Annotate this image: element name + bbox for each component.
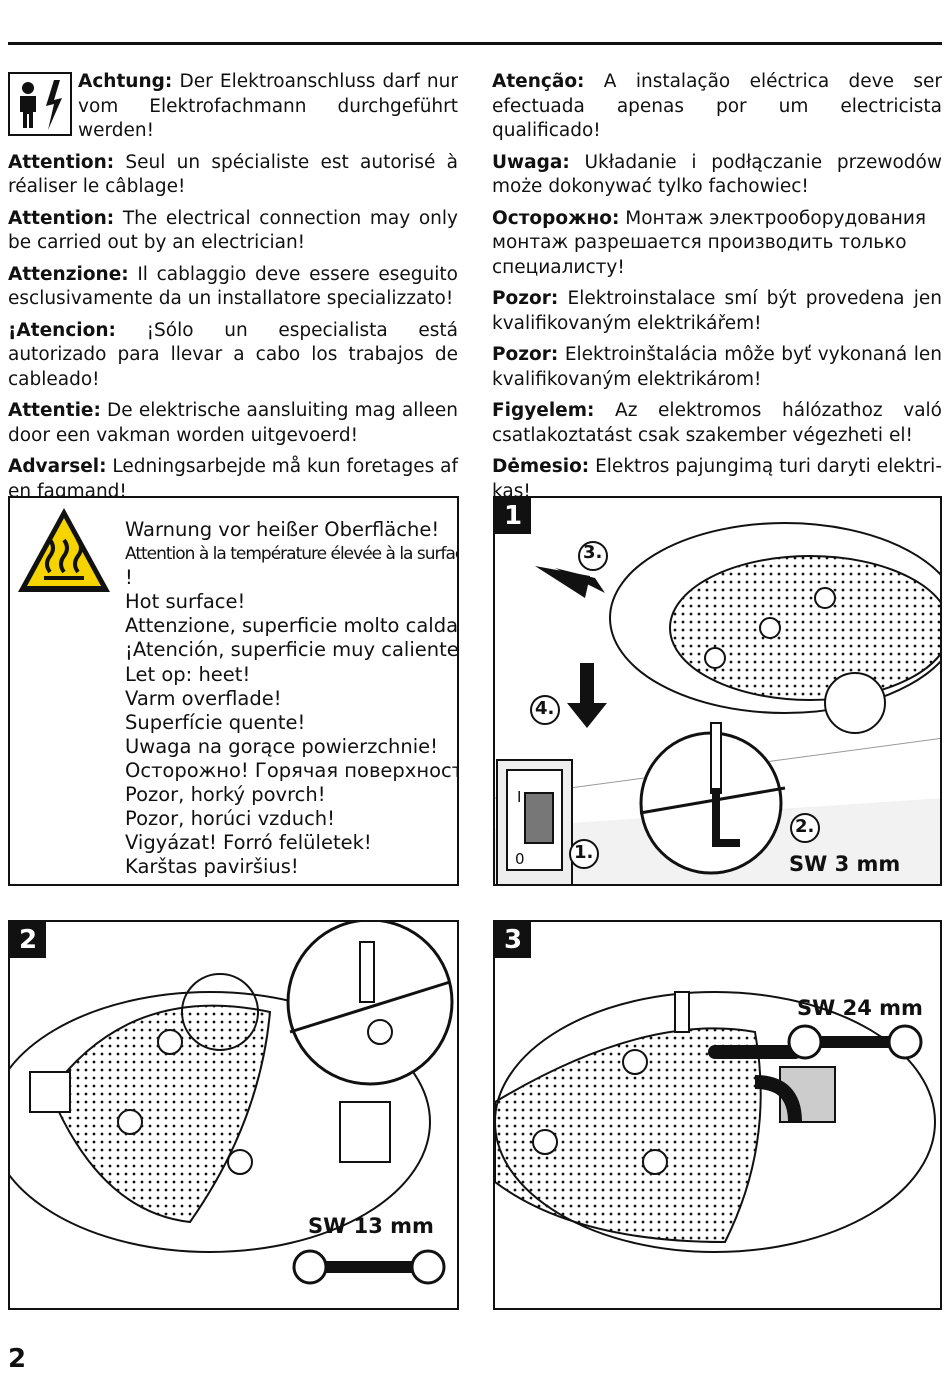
switch-off-mark: 0 <box>515 850 525 868</box>
warning-sk: Pozor: Elektroinštalácia môže byť vykona… <box>492 344 942 390</box>
allen-key-size: SW 3 mm <box>789 852 901 876</box>
warning-nl: Attentie: De elektrische aansluiting mag… <box>8 400 458 446</box>
hot-surface-lt: Karštas paviršius! <box>125 855 299 879</box>
warning-pl: Uwaga: Układanie i podłączanie przewodów… <box>492 151 942 198</box>
hot-surface-text-list: Warnung vor heißer Oberfläche! Attention… <box>125 518 459 879</box>
warning-es: ¡Atencion: ¡Sólo un especialista está au… <box>8 319 458 390</box>
callout-2: 2. <box>795 816 815 837</box>
warning-de: Achtung: Der Elektroanschluss darf nur v… <box>78 71 458 141</box>
warning-cs: Pozor: Elektroinstalace smí být proveden… <box>492 288 942 334</box>
callout-1: 1. <box>574 842 594 863</box>
page-number: 2 <box>8 1344 27 1374</box>
step-number-badge: 1 <box>495 498 531 534</box>
step-3-panel: 3 SW 24 mm <box>493 920 942 1310</box>
warning-pt: Atenção: A instalação eléctrica deve ser… <box>492 71 942 141</box>
hot-surface-pl: Uwaga na gorące powierzchnie! <box>125 734 438 758</box>
right-warning-column: Atenção: A instalação eléctrica deve ser… <box>492 70 942 511</box>
hot-surface-ru: Осторожно! Горячая поверхность! <box>125 758 459 782</box>
step-3-illustration <box>495 991 936 1253</box>
step-2-panel: 2 SW 13 mm <box>8 920 459 1310</box>
hot-surface-es: ¡Atención, superficie muy caliente! <box>125 638 459 662</box>
left-warning-column: Achtung: Der Elektroanschluss darf nur v… <box>8 70 458 511</box>
switch-on-mark: I <box>517 788 522 806</box>
hot-surface-sk: Pozor, horúci vzduch! <box>125 807 335 831</box>
warning-it: Attenzione: Il cablaggio deve essere ese… <box>8 263 458 310</box>
hot-surface-nl: Let op: heet! <box>125 662 251 686</box>
warning-hu: Figyelem: Az elektromos hálózathoz való … <box>492 400 942 446</box>
step-1-panel: 1 3. 4. 1. 2. I 0 SW 3 mm <box>493 496 942 886</box>
hot-surface-panel: Warnung vor heißer Oberfläche! Attention… <box>8 496 459 886</box>
hot-surface-en: Hot surface! <box>125 590 246 614</box>
step-2-illustration <box>10 922 454 1285</box>
wrench-icon <box>787 1024 923 1060</box>
warning-ru: Осторожно: Монтаж электрооборудования мо… <box>492 207 927 278</box>
wrench-icon <box>292 1249 446 1285</box>
top-rule <box>8 42 942 45</box>
callout-4: 4. <box>535 698 555 719</box>
electrician-warning-icon <box>8 72 72 136</box>
step-number-badge: 3 <box>495 922 531 958</box>
hot-surface-it: Attenzione, superficie molto calda! <box>125 614 459 638</box>
hot-surface-pt: Superfície quente! <box>125 710 306 734</box>
warning-en: Attention: The electrical connection may… <box>8 207 458 254</box>
callout-3: 3. <box>583 542 603 563</box>
hot-surface-fr: Attention à la température élevée à la s… <box>125 544 459 565</box>
hot-surface-fr-end: ! <box>125 566 133 590</box>
wrench-size: SW 24 mm <box>797 996 923 1020</box>
hot-surface-hu: Vigyázat! Forró felületek! <box>125 831 372 855</box>
warning-fr: Attention: Seul un spécialiste est autor… <box>8 151 458 198</box>
step-number-badge: 2 <box>10 922 46 958</box>
step-1-illustration <box>495 522 940 884</box>
hot-surface-cs: Pozor, horký povrch! <box>125 783 326 807</box>
hot-surface-de: Warnung vor heißer Oberfläche! <box>125 518 440 541</box>
hot-surface-warning-icon <box>18 508 110 592</box>
wrench-size: SW 13 mm <box>308 1214 434 1238</box>
hot-surface-da: Varm overflade! <box>125 686 282 710</box>
